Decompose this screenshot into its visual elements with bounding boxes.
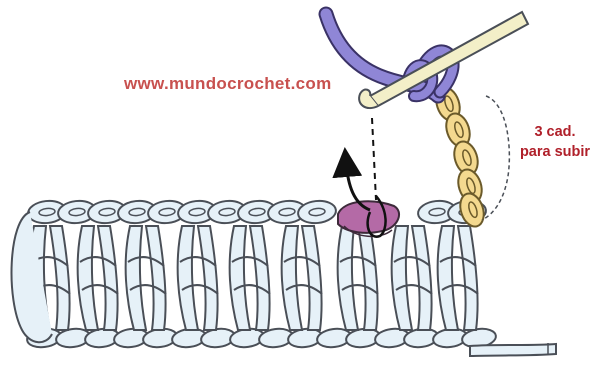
stitch-post — [392, 226, 432, 330]
turning-chain-annotation: 3 cad. para subir — [505, 122, 605, 162]
top-chain-link — [297, 199, 337, 225]
annotation-line-1: 3 cad. — [505, 122, 605, 142]
stitch-post — [438, 226, 478, 330]
stitch-post — [126, 226, 166, 330]
stitch-post — [230, 226, 270, 330]
stitch-post — [78, 226, 118, 330]
yarn-tail — [470, 344, 556, 356]
stitch-post — [178, 226, 218, 330]
stitch-post — [338, 226, 378, 330]
annotation-line-2: para subir — [505, 142, 605, 162]
hook-path-dashed — [372, 118, 376, 200]
stitch-post — [282, 226, 322, 330]
top-chain-row — [27, 199, 487, 225]
double-crochet-stitches — [30, 226, 478, 330]
watermark-text: www.mundocrochet.com — [124, 74, 332, 94]
working-yarn — [326, 14, 453, 96]
